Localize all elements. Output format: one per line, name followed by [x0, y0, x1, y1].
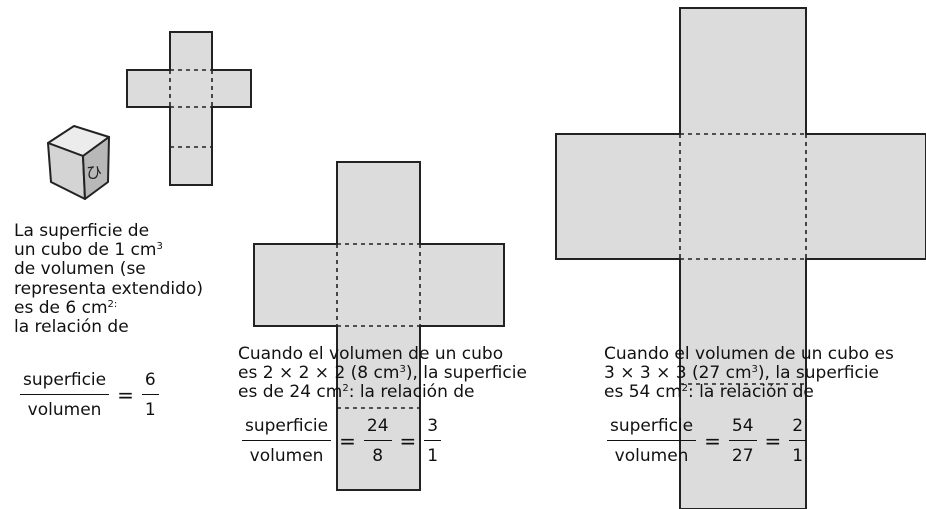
large-cube-caption: Cuando el volumen de un cubo es 3 × 3 × … [604, 344, 894, 403]
medium-cube-caption: Cuando el volumen de un cubo es 2 × 2 × … [238, 344, 527, 403]
small-cube-net [126, 31, 252, 186]
small-cube-caption: La superficie de un cubo de 1 cm3 de vol… [14, 221, 203, 338]
cube-mark: ひ [86, 163, 102, 182]
fold-lines [169, 69, 807, 409]
small-cube-3d: ひ [47, 125, 110, 200]
